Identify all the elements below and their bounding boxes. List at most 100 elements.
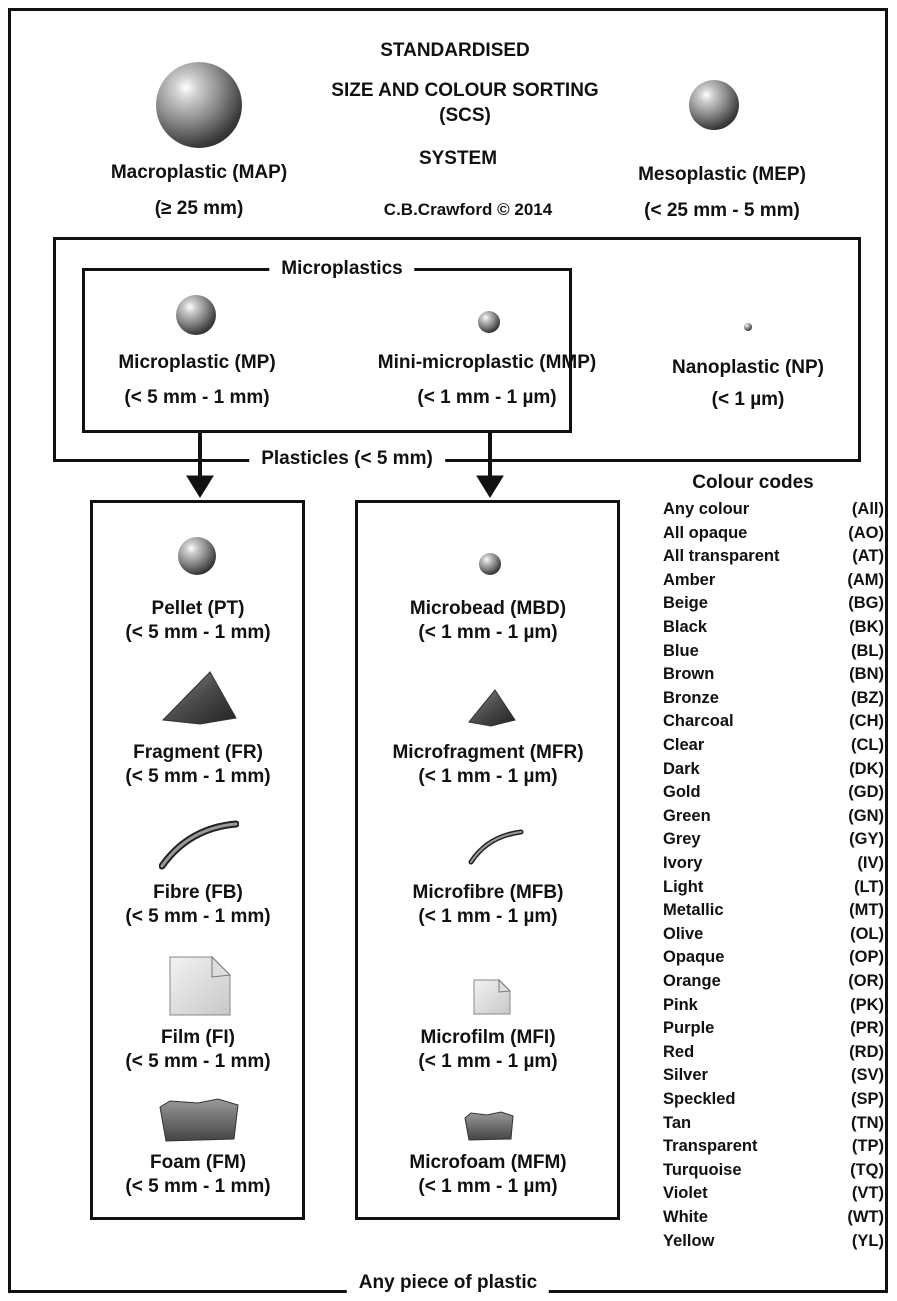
colour-code-abbr: (RD) bbox=[849, 1042, 884, 1061]
colour-code-row: Yellow(YL) bbox=[663, 1232, 884, 1256]
colour-code-abbr: (OP) bbox=[849, 948, 884, 967]
colour-code-name: Black bbox=[663, 618, 708, 636]
pellet-size: (< 5 mm - 1 mm) bbox=[125, 622, 271, 643]
colour-code-abbr: (CL) bbox=[851, 736, 884, 754]
colour-code-abbr: (BL) bbox=[851, 641, 884, 660]
colour-code-row: Tan(TN) bbox=[663, 1114, 884, 1138]
title-line-4: SYSTEM bbox=[418, 148, 498, 169]
colour-code-abbr: (GD) bbox=[848, 783, 884, 802]
colour-code-name: Orange bbox=[663, 972, 721, 990]
colour-code-row: Amber(AM) bbox=[663, 571, 884, 595]
macroplastic-sphere-icon bbox=[156, 62, 242, 148]
colour-code-name: All opaque bbox=[663, 523, 748, 542]
colour-code-row: Black (BK) bbox=[663, 618, 884, 642]
colour-code-abbr: (BN) bbox=[849, 665, 884, 684]
colour-code-row: All transparent (AT) bbox=[663, 547, 884, 571]
colour-code-row: Charcoal (CH) bbox=[663, 712, 884, 736]
microfoam-size: (< 1 mm - 1 µm) bbox=[418, 1176, 558, 1197]
colour-code-abbr: (WT) bbox=[847, 1208, 884, 1226]
colour-code-name: All transparent bbox=[663, 547, 780, 566]
macroplastic-size: (≥ 25 mm) bbox=[154, 198, 244, 219]
film-name: Film (FI) bbox=[161, 1027, 235, 1048]
microbead-icon bbox=[479, 553, 501, 575]
mesoplastic-name: Mesoplastic (MEP) bbox=[638, 164, 806, 185]
mini-microplastic-size: (< 1 mm - 1 µm) bbox=[417, 387, 557, 408]
microfilm-icon bbox=[473, 978, 512, 1015]
colour-code-abbr: (GN) bbox=[848, 806, 884, 825]
colour-code-name: Dark bbox=[663, 759, 700, 778]
colour-code-name: Opaque bbox=[663, 948, 725, 967]
microfoam-icon bbox=[464, 1111, 514, 1141]
plasticle-shapes-box bbox=[90, 500, 305, 1220]
colour-code-name: Tan bbox=[663, 1113, 692, 1132]
colour-code-name: Red bbox=[663, 1042, 695, 1061]
micro-shapes-box bbox=[355, 500, 620, 1220]
colour-code-row: Speckled(SP) bbox=[663, 1090, 884, 1114]
colour-code-row: Grey(GY) bbox=[663, 830, 884, 854]
colour-code-abbr: (VT) bbox=[851, 1184, 884, 1203]
colour-code-name: Bronze bbox=[663, 688, 719, 707]
colour-code-name: Violet bbox=[663, 1184, 708, 1203]
colour-code-name: Charcoal bbox=[663, 712, 734, 731]
colour-code-row: Transparent(TP) bbox=[663, 1137, 884, 1161]
colour-code-row: Purple(PR) bbox=[663, 1019, 884, 1043]
colour-code-abbr: (LT) bbox=[854, 877, 884, 896]
colour-code-name: Gold bbox=[663, 783, 701, 802]
title-line-1: STANDARDISED bbox=[380, 40, 530, 61]
title-line-3: (SCS) bbox=[439, 105, 491, 126]
microfragment-name: Microfragment (MFR) bbox=[392, 742, 584, 763]
fibre-name: Fibre (FB) bbox=[153, 882, 243, 903]
colour-code-abbr: (PR) bbox=[850, 1019, 884, 1038]
colour-code-row: Gold (GD) bbox=[663, 783, 884, 807]
mesoplastic-sphere-icon bbox=[689, 80, 739, 130]
colour-code-row: Silver(SV) bbox=[663, 1066, 884, 1090]
colour-code-name: Turquoise bbox=[663, 1160, 742, 1179]
colour-code-name: Beige bbox=[663, 594, 708, 613]
microfibre-name: Microfibre (MFB) bbox=[412, 882, 564, 903]
colour-code-row: All opaque(AO) bbox=[663, 524, 884, 548]
colour-code-name: Yellow bbox=[663, 1231, 715, 1250]
colour-code-row: Any colour(All) bbox=[663, 500, 884, 524]
nanoplastic-sphere-icon bbox=[744, 323, 752, 331]
microfilm-size: (< 1 mm - 1 µm) bbox=[418, 1051, 558, 1072]
colour-code-abbr: (AT) bbox=[852, 547, 884, 566]
colour-code-row: Ivory (IV) bbox=[663, 854, 884, 878]
colour-codes-heading: Colour codes bbox=[692, 472, 814, 493]
title-line-2: SIZE AND COLOUR SORTING bbox=[331, 80, 599, 101]
colour-code-abbr: (BK) bbox=[849, 618, 884, 636]
colour-code-name: Ivory bbox=[663, 854, 703, 872]
colour-code-row: White(WT) bbox=[663, 1208, 884, 1232]
foam-size: (< 5 mm - 1 mm) bbox=[125, 1176, 271, 1197]
foam-name: Foam (FM) bbox=[149, 1152, 247, 1173]
colour-code-row: Opaque (OP) bbox=[663, 948, 884, 972]
credit-text: C.B.Crawford © 2014 bbox=[383, 200, 553, 219]
colour-code-abbr: (DK) bbox=[849, 759, 884, 778]
colour-code-abbr: (BZ) bbox=[851, 688, 884, 707]
pellet-name: Pellet (PT) bbox=[151, 598, 245, 619]
microplastic-name: Microplastic (MP) bbox=[118, 352, 276, 373]
colour-code-name: Brown bbox=[663, 665, 715, 684]
colour-code-abbr: (CH) bbox=[849, 712, 884, 731]
microfilm-name: Microfilm (MFI) bbox=[420, 1027, 556, 1048]
mini-microplastic-sphere-icon bbox=[478, 311, 500, 333]
nanoplastic-name: Nanoplastic (NP) bbox=[671, 357, 825, 378]
colour-code-abbr: (PK) bbox=[850, 995, 884, 1014]
fragment-size: (< 5 mm - 1 mm) bbox=[125, 766, 271, 787]
colour-code-abbr: (AM) bbox=[847, 570, 884, 589]
colour-code-abbr: (TQ) bbox=[850, 1160, 884, 1179]
microbead-name: Microbead (MBD) bbox=[409, 598, 567, 619]
colour-code-name: Any colour bbox=[663, 500, 750, 518]
colour-code-abbr: (SP) bbox=[851, 1090, 884, 1108]
colour-code-name: Green bbox=[663, 806, 711, 825]
mesoplastic-size: (< 25 mm - 5 mm) bbox=[644, 200, 800, 221]
fragment-icon bbox=[161, 671, 237, 725]
macroplastic-name: Macroplastic (MAP) bbox=[110, 162, 288, 183]
colour-code-abbr: (IV) bbox=[857, 854, 884, 872]
colour-code-row: Brown (BN) bbox=[663, 665, 884, 689]
colour-code-row: Clear(CL) bbox=[663, 736, 884, 760]
fibre-size: (< 5 mm - 1 mm) bbox=[125, 906, 271, 927]
colour-code-abbr: (SV) bbox=[851, 1066, 884, 1085]
colour-code-row: Green (GN) bbox=[663, 807, 884, 831]
microplastic-size: (< 5 mm - 1 mm) bbox=[124, 387, 270, 408]
colour-code-row: Dark (DK) bbox=[663, 760, 884, 784]
